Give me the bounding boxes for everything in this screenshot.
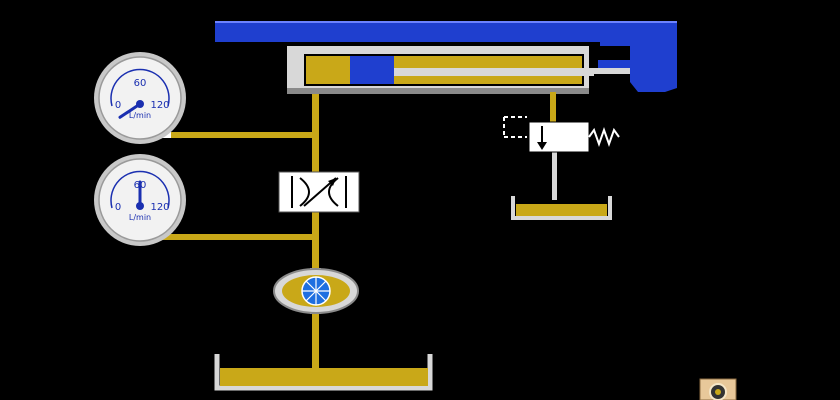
cylinder-body-shade [287,88,589,94]
speaker-icon[interactable] [709,383,727,400]
upper-gauge-scale-max: 120 [150,100,169,111]
cap-end-oil [306,56,350,84]
valve-body [528,121,590,153]
rod-end-oil-top [394,56,582,68]
throttle-curve-left [299,177,310,207]
valve-arrow-head [537,142,547,150]
lower-gauge-scale-max: 120 [150,202,169,213]
upper-gauge-unit: L/min [129,111,151,120]
upper-gauge-hub [136,100,144,108]
hydraulic-pump [273,268,359,314]
speaker-button[interactable] [699,378,737,400]
throttle-curve-right [328,177,339,207]
throttle-valve [278,171,360,213]
pump-rotor-vanes [302,277,330,305]
return-drain-pipe-lower [552,152,557,200]
hydraulic-cylinder [287,46,630,94]
upper-gauge-scale-min: 0 [115,100,121,111]
cylinder-frame [215,21,677,92]
blue-frame [215,22,677,92]
lower-gauge-scale-min: 0 [115,202,121,213]
rod-connector [594,68,630,74]
main-tank-walls [214,354,433,391]
throttle-adjust-arrow-head [328,178,336,186]
upper-gauge-needle [118,102,142,119]
lower-flow-gauge: 60 0 120 L/min [94,154,186,246]
drain-tank-walls [511,196,612,220]
return-valve-assembly [503,92,620,200]
piston [350,56,394,84]
piston-rod [394,68,594,76]
rod-end-oil-bottom [394,76,582,84]
lower-gauge-arc [110,170,170,209]
upper-gauge-scale-mid: 60 [134,78,147,89]
main-oil-tank [214,354,433,391]
drain-tank-oil [516,204,607,216]
main-tank-oil [220,368,428,386]
valve-spring [588,127,620,147]
lower-gauge-unit: L/min [129,213,151,222]
drain-tank [511,196,612,220]
lower-gauge-hub [136,202,144,210]
return-drain-pipe-upper [550,92,556,122]
lower-gauge-branch-pipe [140,234,316,240]
upper-gauge-arc [110,68,170,107]
upper-flow-gauge: 60 0 120 L/min [94,52,186,144]
upper-gauge-branch-pipe [168,132,316,138]
